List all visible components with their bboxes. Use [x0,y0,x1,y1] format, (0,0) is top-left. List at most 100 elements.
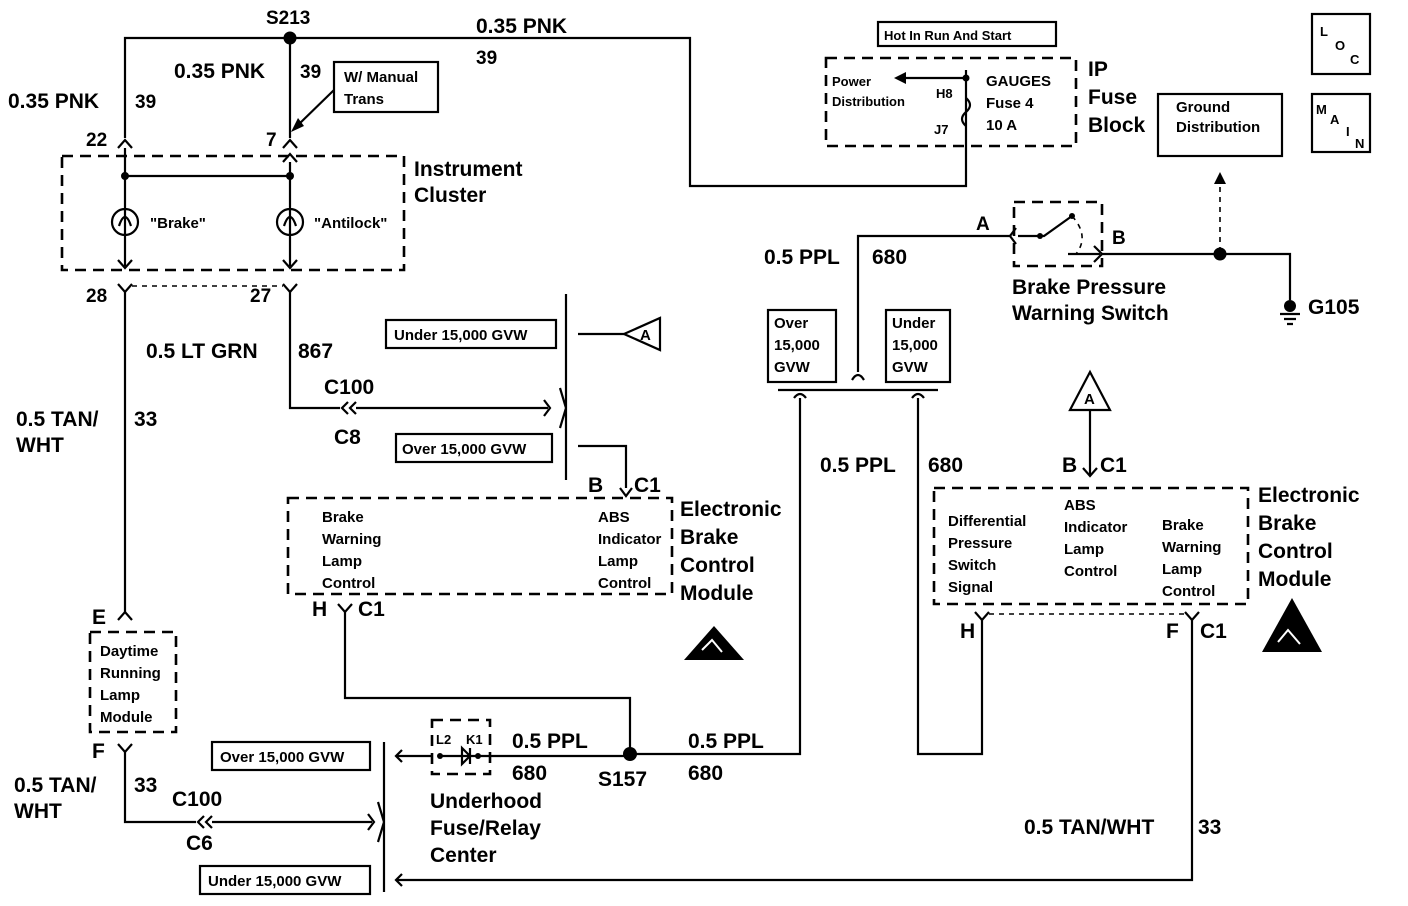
ebcm-left-label-line4: Module [680,582,754,605]
under-gvw-box-upper [384,318,558,350]
ground-icon [1280,300,1300,326]
ip-fuse-block: Hot In Run And Start Power Distribution … [824,20,1146,148]
svg-text:Under 15,000 GVW: Under 15,000 GVW [208,873,342,890]
gauges-fuse-line3: 10 A [986,117,1017,134]
c100-top-connector: C100 [324,376,374,399]
ip-fuse-block-label-line1: IP [1088,58,1108,81]
wire-mid-top-circuit: 39 [300,62,321,83]
ebcm-left-label-line3: Control [680,554,755,577]
brake-pressure-switch-box [1012,200,1104,268]
pin-b: B [1112,228,1126,249]
svg-text:Daytime: Daytime [100,643,158,660]
ip-fuse-block-label-line3: Block [1088,114,1146,137]
svg-text:Lamp: Lamp [1064,541,1104,558]
instrument-cluster: 22 7 Instrument Cluster "Brake" "Antiloc… [60,130,523,307]
splice-s157-label: S157 [598,768,647,791]
wire-ppl-mid-gauge: 0.5 PPL [820,454,896,477]
wire-ppl-top-gauge: 0.5 PPL [764,246,840,269]
wire-left-top-circuit: 39 [135,92,156,113]
wire-tan-wht-left-gauge-line2: WHT [16,434,64,457]
splice-s213-label: S213 [266,8,310,29]
pin-27: 27 [250,286,271,307]
gvw-over-box [766,308,838,384]
ip-fuse-block-label-line2: Fuse [1088,86,1137,109]
pin-ebcm2-c1b: C1 [1200,620,1227,643]
power-distribution-arrow-icon [894,72,906,84]
svg-text:Differential: Differential [948,513,1026,530]
connector-ref-triangle-upper [621,316,662,352]
svg-text:Indicator: Indicator [598,531,662,548]
svg-text:Under 15,000 GVW: Under 15,000 GVW [394,327,528,344]
svg-text:15,000: 15,000 [774,337,820,354]
wire-tan-wht-left-gauge-line1: 0.5 TAN/ [16,408,99,431]
svg-text:L: L [1320,24,1328,39]
main-icon: M A I N [1310,92,1372,154]
pin-drl-e: E [92,606,106,629]
underhood-label-line2: Fuse/Relay [430,817,541,840]
svg-text:ABS: ABS [1064,497,1096,514]
c100-bottom-pin: C6 [186,832,213,855]
ebcm-left-label-line1: Electronic [680,498,782,521]
note-pointer [296,89,335,127]
svg-text:Brake: Brake [322,509,364,526]
pin-7: 7 [266,130,277,151]
ground-distribution-box [1156,92,1284,158]
pin-drl-f: F [92,740,105,763]
svg-text:Over 15,000 GVW: Over 15,000 GVW [402,441,527,458]
wire-ppl-s157-left-circuit: 680 [512,762,547,785]
ground-distribution-line1: Ground [1176,99,1230,116]
svg-text:Control: Control [1162,583,1215,600]
power-distribution-line1: Power [832,74,871,89]
svg-text:M: M [1316,102,1327,117]
svg-text:A: A [1084,391,1095,408]
svg-text:Switch: Switch [948,557,996,574]
c100-top-pin: C8 [334,426,361,449]
svg-text:Lamp: Lamp [100,687,140,704]
pin-28: 28 [86,286,107,307]
svg-text:I: I [1346,124,1350,139]
svg-text:L2: L2 [436,732,451,747]
manual-trans-note-box [332,60,440,114]
drl-module: Daytime Running Lamp Module F 0.5 TAN/ W… [14,630,376,855]
underhood-relay-box [430,718,492,776]
pin-ebcm2-b: B [1062,454,1077,477]
svg-text:ABS: ABS [598,509,630,526]
ebcm-right-label-line2: Brake [1258,512,1316,535]
svg-text:K1: K1 [466,732,483,747]
gvw-under-box [884,308,952,384]
splice-s157-dot [623,747,637,761]
wire-ppl-s157-left-gauge: 0.5 PPL [512,730,588,753]
drl-module-box [88,630,178,734]
wire-ppl-mid-circuit: 680 [928,454,963,477]
wire-ppl-s157-right-gauge: 0.5 PPL [688,730,764,753]
brake-pressure-switch-label-line2: Warning Switch [1012,302,1169,325]
ebcm-left-box [286,496,674,596]
gauges-fuse-line1: GAUGES [986,73,1051,90]
fuse-block-box [824,56,1078,148]
svg-text:Warning: Warning [1162,539,1221,556]
svg-text:Over 15,000 GVW: Over 15,000 GVW [220,749,345,766]
brake-lamp-label: "Brake" [150,215,206,232]
s213-wiring: S213 0.35 PNK 39 0.35 PNK 39 0.35 PNK 39… [8,8,968,188]
svg-text:Signal: Signal [948,579,993,596]
ground-splice-dot [1213,247,1227,261]
svg-text:Warning: Warning [322,531,381,548]
svg-text:Lamp: Lamp [1162,561,1202,578]
pin-h8: H8 [936,86,953,101]
svg-text:Module: Module [100,709,153,726]
fuse-icon [965,97,972,113]
pin-ebcm2-c1: C1 [1100,454,1127,477]
pin-ebcm-h: H [312,598,327,621]
ground-distribution-line2: Distribution [1176,119,1260,136]
wire-tan-wht-left-bottom-gauge-line1: 0.5 TAN/ [14,774,97,797]
svg-text:15,000: 15,000 [892,337,938,354]
svg-text:Over: Over [774,315,808,332]
svg-text:Running: Running [100,665,161,682]
svg-text:Control: Control [322,575,375,592]
esd-warning-icon-left [684,626,744,660]
wire-tan-wht-bottom-circuit: 33 [1198,816,1221,839]
wire-tan-wht-left-bottom-gauge-line2: WHT [14,800,62,823]
instrument-cluster-label-line1: Instrument [414,158,523,181]
manual-trans-note-line2: Trans [344,91,384,108]
